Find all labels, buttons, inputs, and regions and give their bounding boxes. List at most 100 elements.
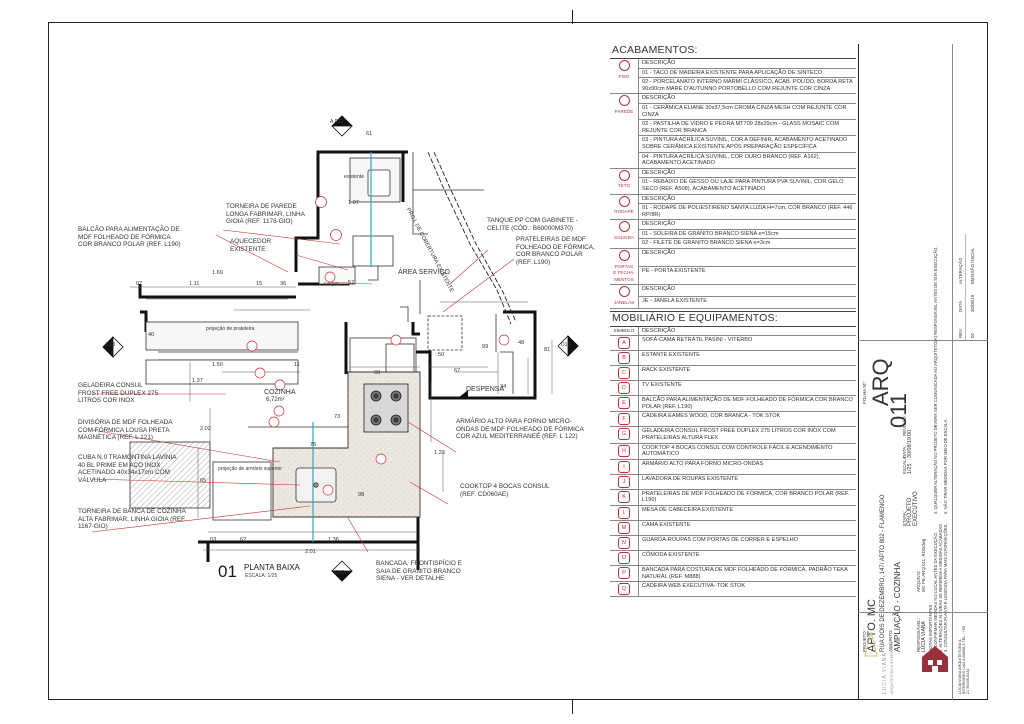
- furniture-symbol-icon: D: [618, 382, 630, 395]
- rev-row-rev: 00: [970, 333, 975, 338]
- tb-inner-divider: [952, 44, 953, 700]
- finish-description-header: DESCRIÇÃO: [638, 168, 856, 179]
- legend-panel: ACABAMENTOS: PISO DESCRIÇÃO 01 - TACO DE M…: [610, 44, 856, 690]
- dimension-lines: [130, 286, 553, 551]
- house-logo: [920, 644, 950, 674]
- furniture-description: PRATELEIRAS DE MDF FOLHEADO DE FÓRMICA, …: [638, 489, 856, 506]
- rev-header-rev: REV.: [958, 328, 963, 338]
- obs-5: 5. NÃO TIRAR MEDIDAS POR MEIO DE ESCALA.: [943, 418, 948, 514]
- finish-category-symbol: TETO: [610, 168, 639, 195]
- furniture-symbol: E: [610, 395, 639, 413]
- furniture-symbol: B: [610, 350, 639, 367]
- furniture-symbol-icon: Q: [618, 583, 630, 596]
- furniture-description: TV EXISTENTE: [638, 380, 856, 397]
- furniture-description: GELADEIRA CONSUL FROST FREE DUPLEX 275 L…: [638, 426, 856, 444]
- escala: 1/25: [907, 463, 913, 475]
- furniture-description: CADEIRA WEB EXECUTIVA- TOK STOK: [638, 581, 856, 598]
- finish-category-symbol: SOLEIRA: [610, 219, 639, 250]
- leader-lines: [91, 229, 515, 553]
- furniture-symbol: A: [610, 335, 639, 352]
- furniture-symbol-icon: H: [618, 444, 630, 457]
- furniture-description: GUARDA-ROUPAS COM PORTAS DE CORRER E ESP…: [638, 535, 856, 551]
- drawing-title-number: 01: [218, 562, 237, 581]
- dim: 11: [294, 362, 300, 368]
- despensa-triangle: [458, 390, 468, 398]
- dim: 34: [500, 384, 507, 390]
- finish-description-header: DESCRIÇÃO: [638, 194, 856, 205]
- rev-table-divider: [952, 340, 988, 341]
- furniture-description: CÔMODA EXISTENTE: [638, 550, 856, 566]
- finish-description: 01 - REBAIXO DE GESSO OU LAJE PARA PINTU…: [638, 177, 856, 195]
- dim: 2.02: [200, 426, 211, 432]
- dim: 48: [518, 340, 525, 346]
- note-prateleiras: PRATELEIRAS DE MDF FOLHEADO DE FÓRMICA, …: [516, 236, 595, 266]
- company-address: LÚCIA VIANA ARQUITETURA & INTERIORES CAU…: [958, 626, 970, 694]
- tb-divider-2: [858, 612, 988, 613]
- finish-category-label: SOLEIRA: [614, 234, 634, 240]
- dim: 65: [200, 478, 207, 484]
- furniture-row: D TV EXISTENTE: [610, 380, 856, 397]
- rev-header-data: DATA: [958, 300, 963, 312]
- furniture-symbol: O: [610, 550, 639, 566]
- finish-description: PE - PORTA EXISTENTE: [638, 266, 856, 286]
- sheet-frame: [48, 22, 988, 700]
- dim: 40: [148, 332, 155, 338]
- note-armario-alto: ARMÁRIO ALTO PARA FORNO MICRO-ONDAS DE M…: [456, 418, 584, 441]
- finish-description: 03 - PINTURA ACRÍLICA SUVINIL, COR A DEF…: [638, 135, 856, 153]
- finish-category-label: RODAPÉ: [614, 209, 634, 215]
- mobiliario-header-row: SÍMBOLO DESCRIÇÃO: [610, 326, 856, 337]
- assunto: AMPLIAÇÃO - COZINHA: [893, 562, 902, 652]
- dim: 1.11: [189, 281, 200, 287]
- acabamento-row: 01 - TACO DE MADEIRA EXISTENTE PARA APLI…: [610, 68, 856, 79]
- furniture-symbol: G: [610, 426, 639, 444]
- finish-description: 01 - SOLEIRA DE GRANITO BRANCO SIENA e=1…: [638, 229, 856, 240]
- acabamentos-title: ACABAMENTOS:: [610, 44, 856, 59]
- dim: 60: [374, 370, 381, 376]
- rev-row-data: 30/08/19: [970, 294, 975, 312]
- furniture-symbol: N: [610, 535, 639, 551]
- finish-description: 02 - PASTILHA DE VIDRO E PEDRA MT709 28x…: [638, 119, 856, 137]
- finish-category-label: PAREDE: [614, 108, 634, 114]
- furniture-description: ESTANTE EXISTENTE: [638, 350, 856, 367]
- furniture-symbol-icon: I: [618, 460, 630, 473]
- dim: 03: [210, 537, 217, 543]
- finish-category-icon: [618, 221, 630, 233]
- folha-label: FOLHA Nº:: [862, 381, 867, 404]
- header-description: DESCRIÇÃO: [638, 326, 856, 337]
- company-sub: ARQUITETURA & INTERIORES: [890, 642, 894, 694]
- note-bancada: BANCADA, FRONTISPÍCIO E SAIA DE GRANITO …: [376, 560, 462, 583]
- dim: 1.50: [212, 362, 223, 368]
- sink: [295, 467, 337, 503]
- acabamento-row: 01 - RODAPÉ DE POLIESTIRENO SANTA LUZIA …: [610, 203, 856, 221]
- drawing-scale: ESCALA: 1/25: [245, 573, 278, 579]
- obs-3: 3. CONSULTAR PLANTA E LEGENDA PARA MAIS …: [943, 523, 948, 652]
- finish-category-label: PORTAS E FECHA-MENTOS: [613, 263, 635, 282]
- furniture-symbol: I: [610, 459, 639, 475]
- finish-category-icon: [618, 95, 630, 107]
- acabamento-row: 02 - FILETE DE GRANITO BRANCO SIENA e=3c…: [610, 238, 856, 250]
- acabamento-row: PE - PORTA EXISTENTE: [610, 266, 856, 286]
- furniture-symbol: D: [610, 380, 639, 397]
- dim: 61: [366, 131, 373, 137]
- note-torneira-parede: TORNEIRA DE PAREDE LONGA FABRIMAR, LINHA…: [226, 203, 305, 226]
- house-logo-icon: [922, 646, 948, 672]
- furniture-description: CAMA EXISTENTE: [638, 520, 856, 536]
- dim: 2.01: [305, 549, 316, 555]
- tb-divider-1: [858, 340, 952, 341]
- arquivo: MC PE-ARQ 011 .RDGdwg: [921, 538, 926, 592]
- finish-category-label: PISO: [618, 73, 630, 79]
- furniture-description: MESA DE CABECEIRA EXISTENTE: [638, 505, 856, 521]
- dim: 1.36: [328, 537, 339, 543]
- finish-category-label: JANELAS: [613, 300, 635, 306]
